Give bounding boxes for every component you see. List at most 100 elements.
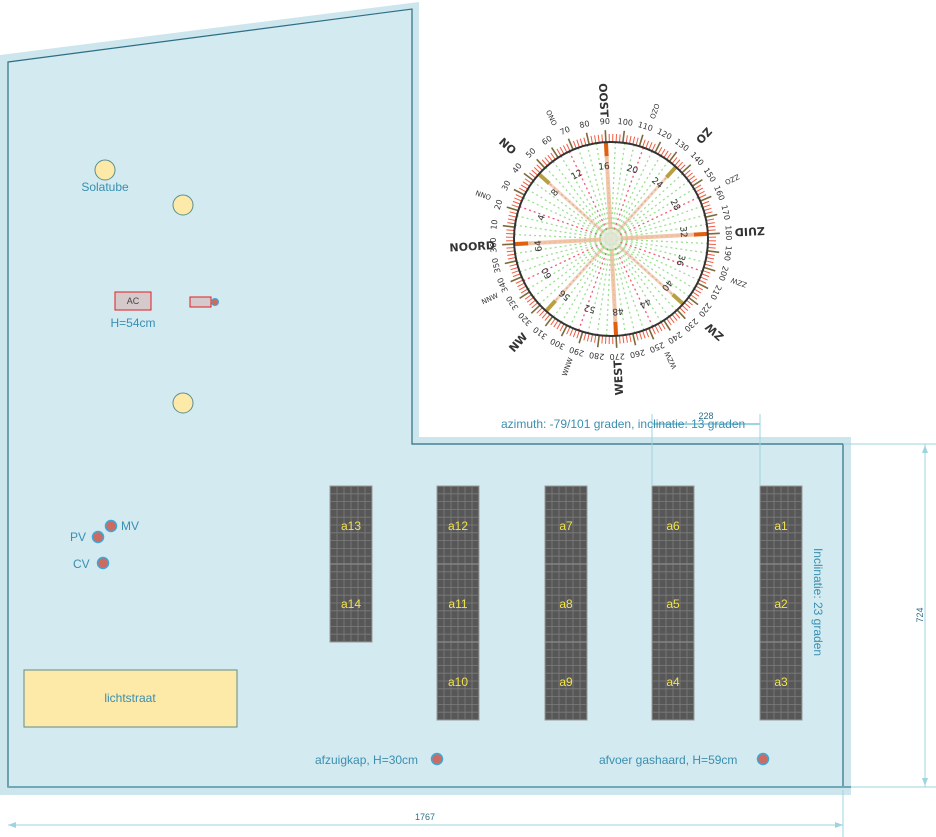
compass-tick — [508, 214, 517, 218]
mv-label: MV — [121, 519, 139, 533]
compass-spoke — [610, 180, 690, 240]
spoke-label: 32 — [677, 226, 688, 238]
compass-spoke — [560, 238, 612, 323]
compass-tick — [688, 175, 696, 182]
compass-tick — [692, 291, 700, 297]
compass-tick — [706, 218, 715, 221]
degree-label: 190 — [722, 245, 733, 261]
compass-spoke — [610, 238, 706, 263]
lichtstraat — [23, 669, 238, 728]
compass-spoke — [610, 160, 670, 240]
ac-label: AC — [127, 296, 140, 306]
compass-tick — [638, 331, 643, 340]
degree-label: 210 — [708, 283, 723, 301]
compass-tick — [679, 164, 686, 171]
spoke-label: 20 — [625, 164, 639, 177]
compass-spoke — [569, 238, 612, 328]
compass-tick — [618, 134, 621, 143]
compass-spoke — [610, 238, 690, 298]
degree-label: 220 — [697, 301, 713, 319]
compass-spoke — [610, 238, 662, 323]
degree-label: 20 — [493, 198, 505, 210]
mv-vent — [104, 519, 118, 533]
compass-spoke-end — [671, 293, 685, 306]
compass-tick — [681, 304, 689, 311]
compass-main-spoke — [609, 165, 678, 241]
compass-tick — [562, 145, 568, 153]
compass-tick — [666, 318, 672, 326]
compass-tick — [507, 253, 516, 256]
compass-tick — [695, 285, 704, 291]
compass-tick — [590, 135, 593, 144]
compass-direction-label: OZO — [648, 102, 661, 120]
degree-label: 250 — [648, 340, 666, 354]
compass-spoke — [568, 151, 612, 240]
compass-direction-label: OOST — [596, 83, 611, 118]
solatube-1 — [94, 159, 116, 181]
spoke-label: 48 — [611, 305, 624, 316]
compass-tick — [706, 257, 715, 260]
compass-tick — [510, 276, 523, 283]
solatube-3 — [172, 392, 194, 414]
compass-tick — [536, 164, 543, 171]
compass-spoke — [516, 238, 612, 264]
panel-label: a2 — [774, 597, 788, 611]
compass-tick — [691, 178, 703, 187]
compass-direction-label: ONO — [544, 109, 558, 128]
panel-label: a6 — [666, 519, 680, 533]
spoke-label: 44 — [637, 295, 652, 309]
compass-tick — [707, 246, 716, 249]
compass-spoke — [522, 197, 612, 240]
compass-tick — [594, 135, 597, 144]
degree-label: 170 — [719, 204, 731, 221]
degree-label: 30 — [500, 179, 513, 192]
gashaard-label: afvoer gashaard, H=59cm — [599, 753, 737, 767]
compass-tick — [517, 282, 525, 288]
solatube-label: Solatube — [81, 180, 129, 194]
compass-tick — [645, 329, 650, 338]
compass-spoke — [532, 180, 612, 240]
compass-tick — [618, 335, 621, 344]
compass-tick — [507, 222, 516, 225]
compass-tick — [674, 159, 681, 167]
compass-main-spoke — [544, 237, 613, 313]
compass-tick — [690, 294, 698, 300]
compass-tick — [509, 263, 518, 267]
lichtstraat-label: lichtstraat — [104, 691, 156, 705]
solatube-2 — [172, 194, 194, 216]
compass-tick — [544, 315, 554, 327]
compass-tick — [586, 333, 590, 342]
compass-tick — [531, 302, 539, 309]
compass-tick — [632, 136, 636, 145]
compass-tick — [583, 137, 587, 146]
compass-spoke-end — [537, 172, 551, 185]
compass-direction-label: WZW — [663, 350, 678, 370]
degree-label: 280 — [589, 350, 605, 361]
compass-ring — [513, 141, 709, 337]
compass-tick — [536, 307, 543, 314]
ac-pipe — [211, 298, 219, 306]
compass-tick — [506, 229, 515, 232]
compass-tick — [550, 152, 556, 160]
compass-tick — [572, 140, 577, 149]
degree-label: 110 — [637, 120, 654, 133]
afzuigkap-vent — [430, 752, 444, 766]
compass-tick — [703, 266, 716, 272]
compass-tick — [625, 135, 628, 144]
degree-label: 10 — [489, 219, 499, 230]
spacing-value: 228 — [698, 411, 713, 421]
compass-spoke — [610, 238, 703, 272]
compass-spoke — [610, 142, 617, 240]
compass-tick — [629, 334, 632, 343]
solar-panel: a14 — [329, 563, 373, 643]
compass-tick — [671, 314, 678, 321]
gashaard-vent — [756, 752, 770, 766]
compass-tick — [686, 299, 693, 306]
compass-tick — [666, 152, 672, 160]
compass-spoke — [610, 155, 662, 240]
compass-tick — [560, 325, 568, 337]
compass-tick — [531, 169, 539, 176]
compass-tick — [668, 151, 678, 163]
